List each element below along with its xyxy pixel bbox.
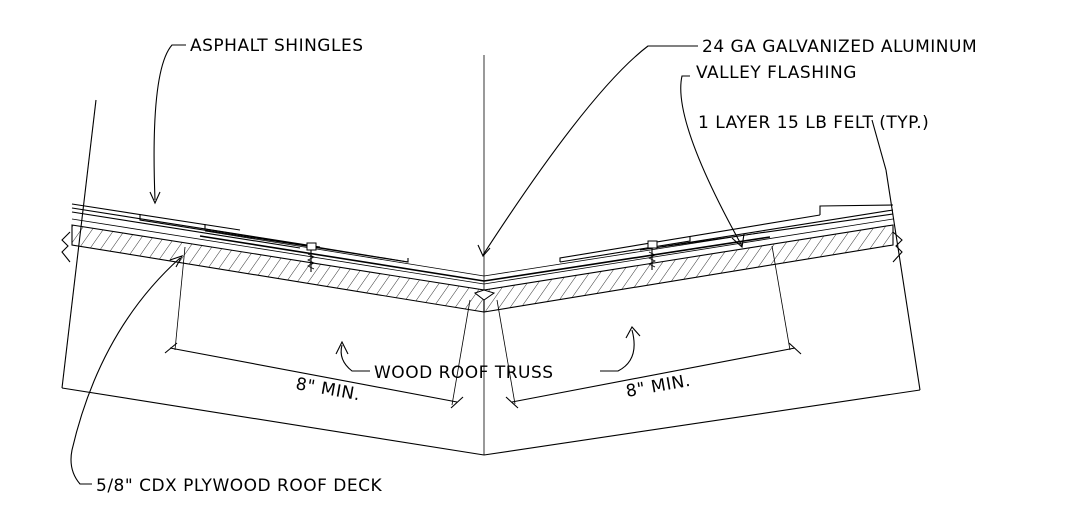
label-flashing-line2: VALLEY FLASHING <box>696 63 857 83</box>
leader-lines <box>70 44 745 485</box>
label-felt: 1 LAYER 15 LB FELT (TYP.) <box>698 113 929 133</box>
felt-and-flashing-layers <box>71 218 894 285</box>
label-flashing-line1: 24 GA GALVANIZED ALUMINUM <box>702 37 977 57</box>
label-dimension-left: 8" MIN. <box>294 374 362 405</box>
dimension-left <box>164 246 471 409</box>
label-asphalt-shingles: ASPHALT SHINGLES <box>190 36 363 56</box>
label-plywood-roof-deck: 5/8" CDX PLYWOOD ROOF DECK <box>96 476 382 496</box>
truss-outline <box>61 99 921 456</box>
nail-left <box>306 242 317 272</box>
label-dimension-right: 8" MIN. <box>624 371 692 402</box>
nail-right <box>647 240 658 270</box>
plywood-roof-deck <box>71 224 894 313</box>
dimension-right <box>496 245 802 409</box>
label-wood-roof-truss: WOOD ROOF TRUSS <box>374 363 554 383</box>
